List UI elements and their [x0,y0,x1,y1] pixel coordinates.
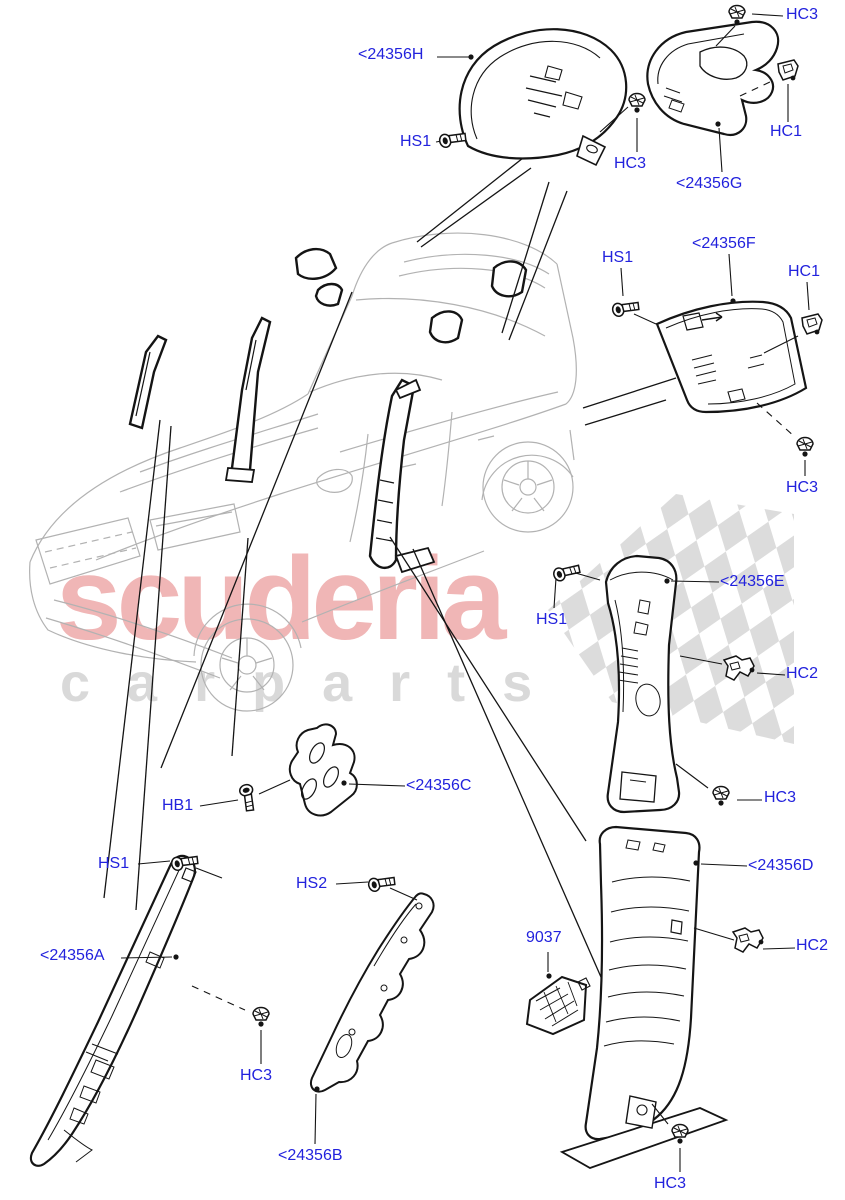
label-hc3-top-right: HC3 [786,6,819,23]
part-24356E-drawing [604,554,681,814]
push-pin-clip-icon [671,1123,689,1145]
label-hc1-top: HC1 [770,123,803,140]
label-hs2: HS2 [296,875,328,892]
label-part-24356H: <24356H [358,46,424,63]
retainer-clip-icon [801,313,823,336]
vehicle-trim-highlights [128,247,528,574]
label-hc3-a: HC3 [240,1067,273,1084]
label-hc3-f: HC3 [786,479,819,496]
watermark-tagline: c a r p a r t s [60,653,544,713]
label-part-24356E: <24356E [720,573,785,590]
label-hs1-top: HS1 [400,133,432,150]
part-24356A-drawing [29,854,197,1167]
label-part-24356C: <24356C [406,777,472,794]
part-24356H-drawing [458,28,628,167]
label-part-24356A: <24356A [40,947,105,964]
vehicle-sketch [29,232,577,712]
label-hc2-e: HC2 [786,665,819,682]
screw-icon [551,560,583,584]
leader-lines [120,13,810,1172]
part-24356G-drawing [646,20,780,136]
label-hc2-d: HC2 [796,937,829,954]
label-hc3-e: HC3 [764,789,797,806]
label-hc3-top: HC3 [614,155,647,172]
push-pin-clip-icon [712,785,730,807]
part-24356B-drawing [310,892,435,1093]
label-part-9037: 9037 [526,929,562,946]
pointer-lines [103,157,677,1035]
screw-icon [366,872,397,894]
label-hs1-f: HS1 [602,249,634,266]
label-hs1-e: HS1 [536,611,568,628]
part-24356D-drawing [559,825,729,1169]
label-hs1-a: HS1 [98,855,130,872]
label-part-24356D: <24356D [748,857,814,874]
part-9037-drawing [525,975,591,1036]
retainer-clip-icon [777,59,799,82]
push-pin-clip-icon [728,4,746,26]
push-pin-clip-icon [628,92,646,114]
label-part-24356B: <24356B [278,1147,343,1164]
screw-icon [237,782,259,813]
label-hc3-d: HC3 [654,1175,687,1192]
label-hb1: HB1 [162,797,194,814]
push-pin-clip-icon [796,436,814,458]
label-part-24356G: <24356G [676,175,743,192]
label-part-24356F: <24356F [692,235,756,252]
part-24356F-drawing [655,300,808,414]
part-24356C-drawing [288,723,358,817]
retainer-clip-icon [732,927,765,953]
leader-dots [173,54,736,1092]
label-hc1-f: HC1 [788,263,821,280]
push-pin-clip-icon [252,1006,270,1028]
